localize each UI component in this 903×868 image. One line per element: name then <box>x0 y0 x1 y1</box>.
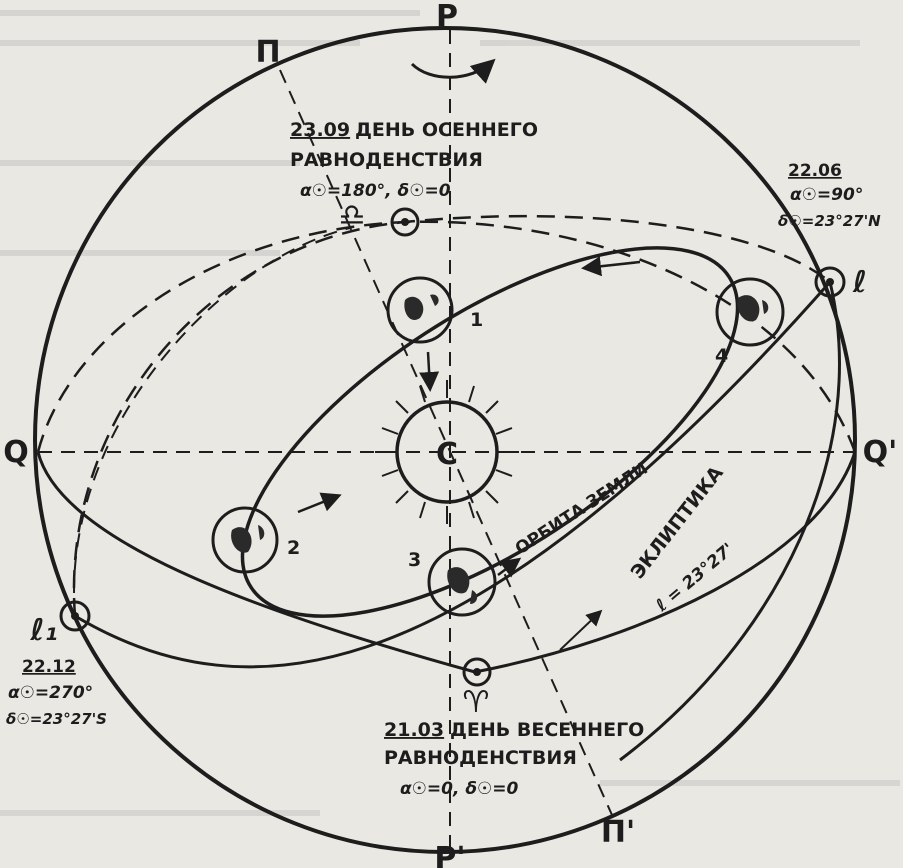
spring-equinox-point <box>462 657 492 687</box>
solstice-colure-left <box>73 227 351 617</box>
direction-arrow-1 <box>419 351 440 392</box>
earth-orbit <box>240 246 740 618</box>
autumn-sign: ♎ <box>339 198 366 233</box>
summer-solstice-point <box>814 266 846 298</box>
spring-title2: РАВНОДЕНСТВИЯ <box>384 747 577 769</box>
equator-left-label: Q <box>3 435 29 470</box>
ecliptic-arrow <box>559 609 603 651</box>
winter-date: 22.12 <box>22 657 76 677</box>
pole-north-label: Р <box>436 0 458 34</box>
earth-label-4: 4 <box>715 345 728 367</box>
ecliptic-back <box>72 214 831 617</box>
direction-arrow-2 <box>297 492 342 514</box>
spring-sign: ♈ <box>463 685 490 720</box>
winter-ra: α☉=270° <box>8 683 93 703</box>
equator-front <box>36 451 857 674</box>
summer-point-label: ℓ <box>852 265 867 300</box>
autumn-title: ДЕНЬ ОСЕННЕГО <box>355 119 538 141</box>
earth-position-3 <box>427 547 497 617</box>
earth-position-4 <box>715 277 785 347</box>
pole-p-prime-label: П' <box>601 815 635 850</box>
autumn-date: 23.09 <box>290 119 350 141</box>
spring-date: 21.03 <box>384 719 444 741</box>
sun: С <box>375 380 519 524</box>
ecliptic-lower-front <box>75 452 855 658</box>
pole-south-label: Р' <box>434 841 465 868</box>
earth-label-2: 2 <box>287 537 300 559</box>
background-print <box>0 10 900 816</box>
solstice-colure-right <box>619 281 841 762</box>
ecliptic-axis <box>279 69 613 816</box>
earth-position-1 <box>386 276 454 344</box>
earth-label-1: 1 <box>470 309 483 331</box>
rotation-arrow <box>410 58 496 84</box>
spring-coords: α☉=0, δ☉=0 <box>400 779 519 799</box>
summer-date: 22.06 <box>788 161 842 181</box>
earth-label-3: 3 <box>408 549 421 571</box>
equator-right-label: Q' <box>863 435 898 470</box>
sun-label: С <box>436 437 458 472</box>
autumn-coords: α☉=180°, δ☉=0 <box>300 181 451 201</box>
ecliptic-front <box>74 281 832 669</box>
autumn-equinox-point <box>390 207 420 237</box>
winter-point-label: ℓ₁ <box>29 613 57 648</box>
celestial-sphere <box>33 26 857 854</box>
spring-title: ДЕНЬ ВЕСЕННЕГО <box>450 719 644 741</box>
orbit-arrow-bottom <box>497 557 522 578</box>
autumn-title2: РАВНОДЕНСТВИЯ <box>290 149 483 171</box>
summer-ra: α☉=90° <box>790 185 863 205</box>
pole-p-label: П <box>255 35 280 70</box>
summer-dec: δ☉=23°27'N <box>778 212 881 230</box>
orbit-arrow-top <box>581 256 641 277</box>
orbit-label: ОРБИТА ЗЕМЛИ <box>512 459 652 560</box>
winter-dec: δ☉=23°27'S <box>6 710 107 728</box>
earth-position-2 <box>211 506 279 574</box>
winter-solstice-point <box>59 600 91 632</box>
